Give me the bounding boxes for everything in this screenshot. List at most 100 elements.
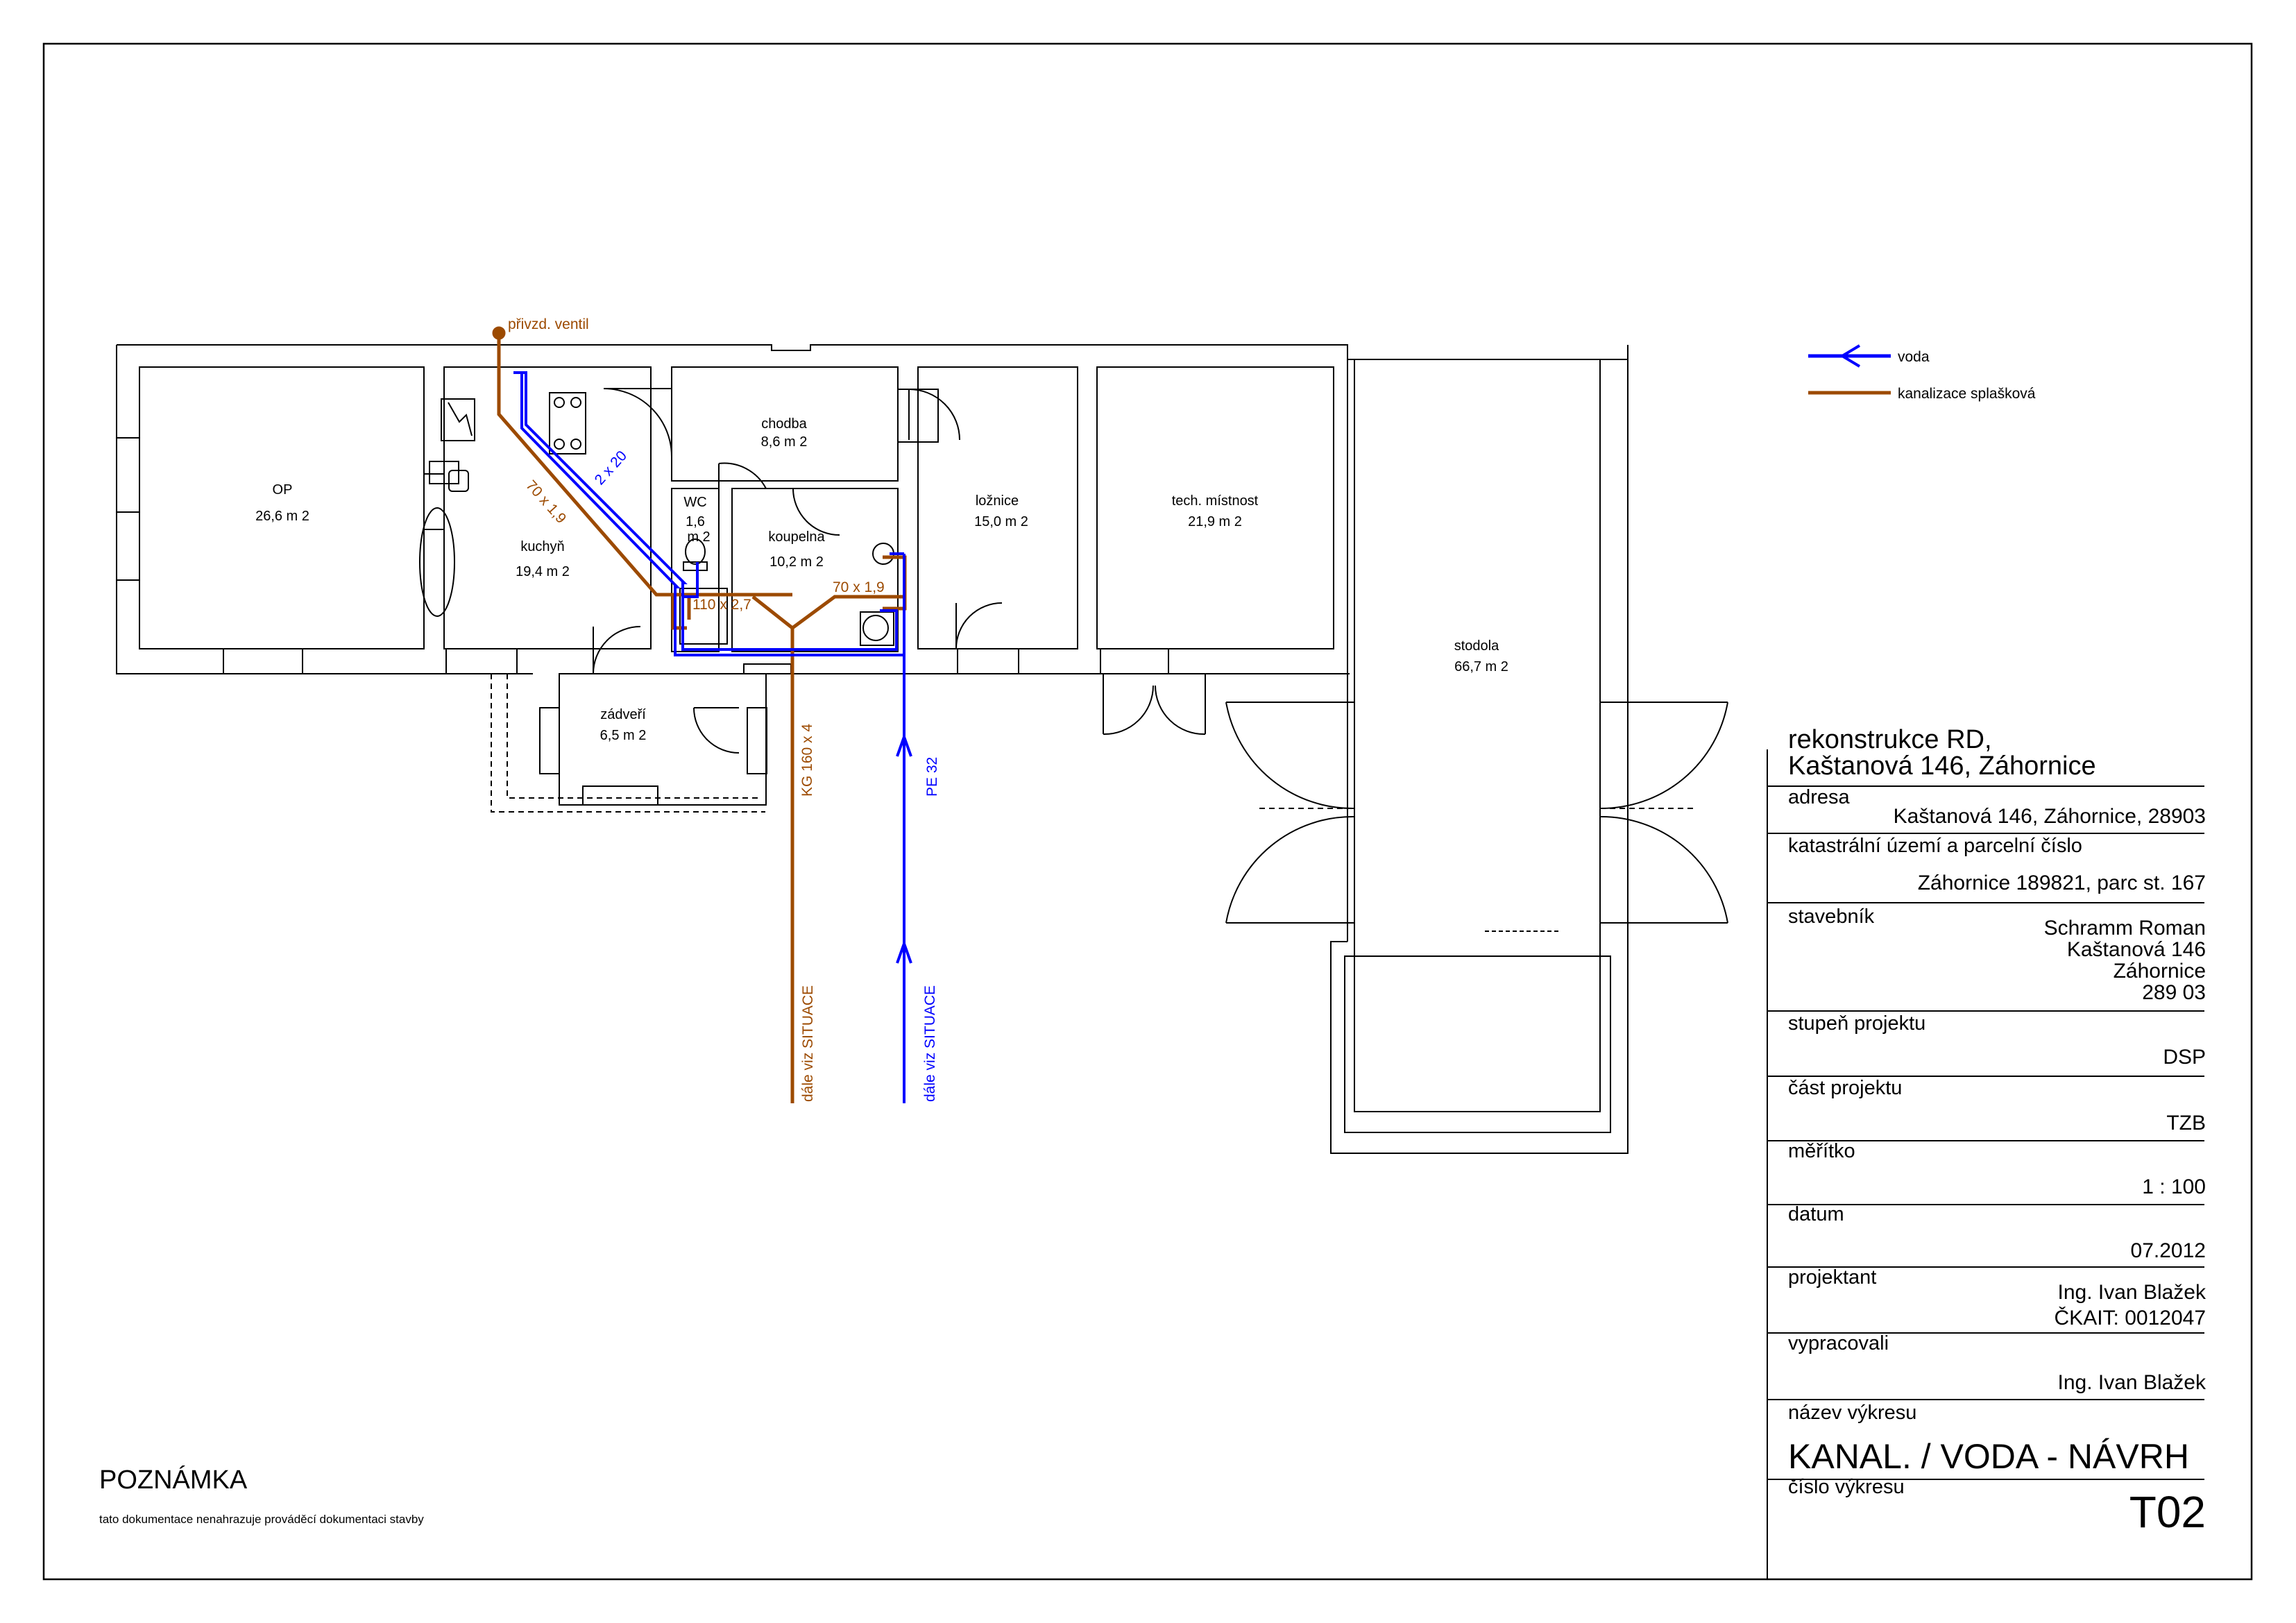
drawing-number-value: T02: [2129, 1487, 2206, 1537]
room-wc-area-2: m 2: [687, 529, 710, 545]
builder-line-3: Záhornice: [2113, 960, 2206, 983]
water-arrow-lower-icon: [896, 940, 912, 964]
pe-label: PE 32: [924, 757, 940, 797]
rule-10: [1767, 1399, 2204, 1400]
window-porch-right: [747, 707, 767, 774]
rule-7: [1767, 1204, 2204, 1205]
floor-plan: [116, 344, 1728, 1154]
rule-3: [1767, 902, 2204, 903]
sewer-110-label: 110 x 2,7: [692, 597, 751, 613]
project-title-line-2: Kaštanová 146, Záhornice: [1788, 751, 2096, 781]
barn-door-left: [1225, 702, 1355, 924]
room-porch-name: zádveří: [600, 707, 646, 722]
room-op-area: 26,6 m 2: [255, 509, 309, 524]
door-porch-inner-swing: [693, 707, 740, 754]
burner-2: [570, 397, 581, 408]
toilet-icon: [685, 538, 706, 565]
rule-2: [1767, 833, 2204, 834]
builder-label: stavebník: [1788, 906, 1875, 928]
room-barn-area: 66,7 m 2: [1454, 659, 1508, 674]
stage-value: DSP: [2163, 1046, 2206, 1069]
window-kitchen: [445, 648, 518, 674]
note-text: tato dokumentace nenahrazuje prováděcí d…: [99, 1513, 424, 1526]
air-valve-label: přivzd. ventil: [508, 316, 589, 332]
room-op-outline: [139, 366, 425, 649]
room-bath-name: koupelna: [768, 529, 825, 545]
door-hall-swing: [603, 388, 672, 457]
window-bedroom: [957, 648, 1019, 674]
room-barn-inner: [1354, 359, 1601, 1112]
room-porch-area: 6,5 m 2: [600, 728, 647, 743]
stairs-flue-icon: [448, 402, 473, 436]
sewer-tub-link: [883, 597, 907, 611]
door-porch-swing: [593, 626, 641, 674]
room-bed-area: 15,0 m 2: [974, 514, 1028, 529]
barn-annex-inner: [1344, 955, 1611, 1133]
room-tech-name: tech. místnost: [1172, 493, 1259, 509]
burner-4: [570, 439, 581, 450]
part-value: TZB: [2166, 1112, 2206, 1135]
water-continuation-label: dále viz SITUACE: [922, 985, 938, 1102]
prepared-label: vypracovali: [1788, 1332, 1889, 1354]
address-value: Kaštanová 146, Záhornice, 28903: [1893, 805, 2206, 828]
date-value: 07.2012: [2130, 1239, 2206, 1262]
door-wc-swing: [718, 462, 767, 489]
stage-label: stupeň projektu: [1788, 1012, 1926, 1035]
shower-tray: [679, 588, 728, 645]
door-bedroom-swing: [908, 389, 960, 441]
air-valve-icon: [492, 326, 506, 340]
sheet-border: [42, 42, 2253, 1581]
note-heading: POZNÁMKA: [99, 1465, 248, 1495]
designer-line-2: ČKAIT: 0012047: [2054, 1307, 2206, 1329]
sewer-70-label: 70 x 1,9: [833, 579, 885, 595]
door-tech-left-leaf: [1103, 674, 1154, 736]
rule-11: [1767, 1479, 2204, 1480]
rule-5: [1767, 1076, 2204, 1077]
scale-value: 1 : 100: [2142, 1175, 2206, 1198]
legend-water-arrow-icon: [1839, 344, 1861, 368]
water-diagonal-label: 2 x 20: [592, 448, 630, 488]
drawing-name-value: KANAL. / VODA - NÁVRH: [1788, 1437, 2189, 1476]
door-bedroom2-swing: [955, 602, 1003, 649]
window-op-left: [116, 437, 140, 581]
rule-6: [1767, 1140, 2204, 1141]
room-bathroom-outline: [731, 488, 899, 652]
sewer-diagonal: [497, 335, 792, 597]
rule-9: [1767, 1332, 2204, 1334]
window-porch-bottom: [582, 785, 658, 806]
builder-line-2: Kaštanová 146: [2066, 938, 2206, 961]
window-bath: [743, 663, 792, 674]
room-hall-name: chodba: [761, 416, 807, 432]
legend: voda kanalizace splašková: [1808, 344, 2036, 402]
sewer-continuation-label: dále viz SITUACE: [800, 985, 816, 1102]
door-tech-right-leaf: [1155, 674, 1206, 736]
room-bath-area: 10,2 m 2: [769, 554, 824, 570]
water-wc: [683, 562, 699, 598]
window-tech: [1100, 648, 1169, 674]
cadastre-label: katastrální území a parcelní číslo: [1788, 835, 2082, 857]
outer-wall-top: [117, 344, 1629, 673]
ceiling-fixture-icon: [419, 507, 455, 617]
kg-label: KG 160 x 4: [799, 724, 815, 797]
boiler-box: [429, 461, 459, 484]
water-pipes: [513, 371, 912, 1103]
part-label: část projektu: [1788, 1077, 1903, 1099]
designer-line-1: Ing. Ivan Blažek: [2057, 1281, 2206, 1304]
project-title-line-1: rekonstrukce RD,: [1788, 725, 1992, 754]
date-label: datum: [1788, 1203, 1844, 1225]
room-hall-area: 8,6 m 2: [761, 434, 808, 450]
address-label: adresa: [1788, 786, 1850, 808]
water-arrow-upper-icon: [896, 733, 912, 757]
barn-annex-outer: [1330, 941, 1629, 1154]
room-op-name: OP: [273, 482, 293, 498]
sink-kitchen-icon: [448, 470, 469, 492]
door-bath-swing: [792, 488, 840, 536]
cadastre-value: Záhornice 189821, parc st. 167: [1917, 872, 2206, 894]
tub-box: [860, 611, 894, 646]
sewer-branch-left: [751, 595, 794, 629]
room-labels: OP 26,6 m 2 kuchyň 19,4 m 2 chodba 8,6 m…: [255, 416, 1508, 743]
porch-dashed-outer: [491, 674, 765, 813]
room-wc-area-1: 1,6: [686, 514, 705, 529]
drawing-name-label: název výkresu: [1788, 1402, 1917, 1424]
room-barn-name: stodola: [1454, 638, 1499, 654]
